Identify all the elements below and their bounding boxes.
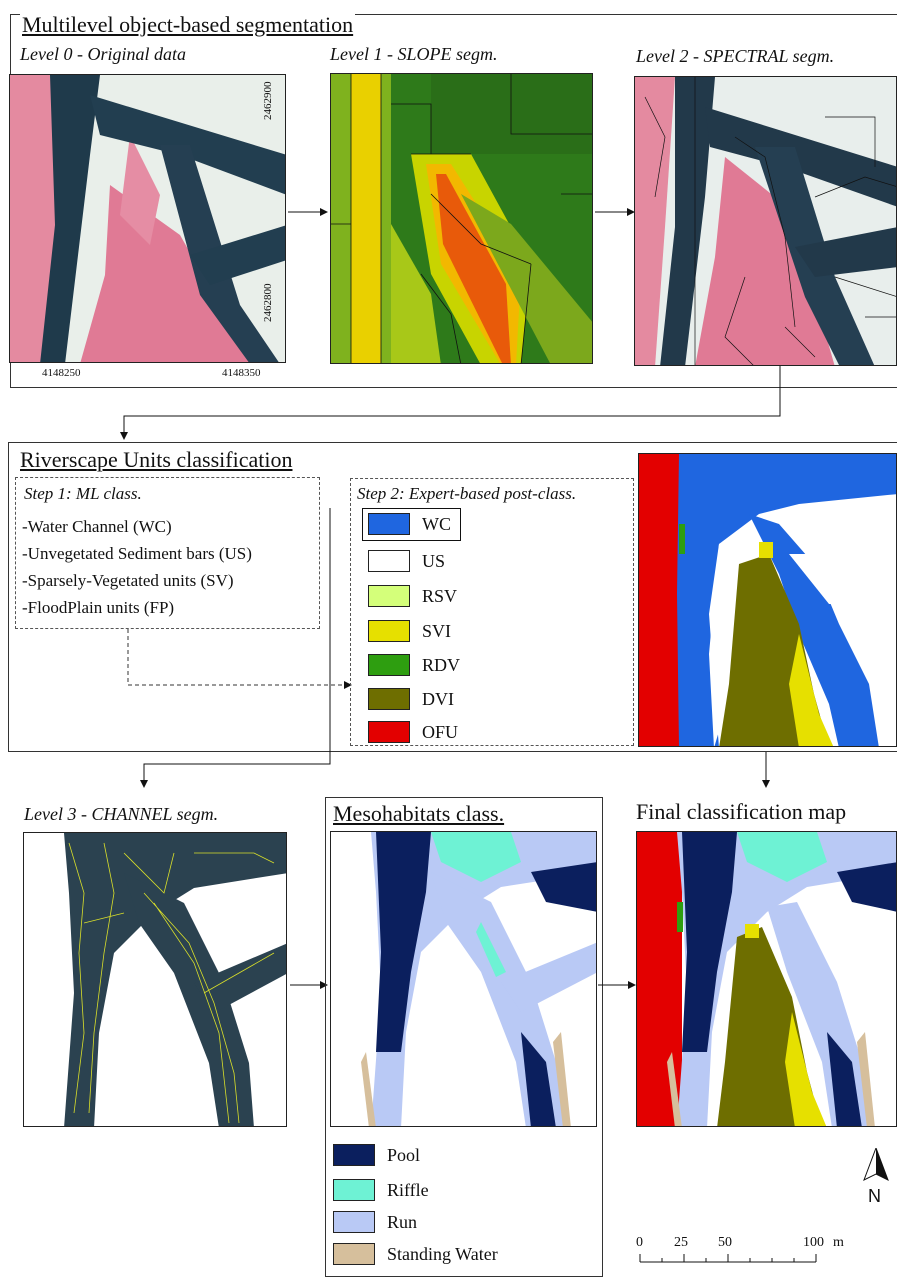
legend-swatch: [368, 620, 410, 642]
legend-label: Riffle: [387, 1179, 429, 1200]
scale-bar: [639, 1254, 817, 1263]
level0-original-map: [9, 74, 286, 363]
level1-label: Level 1 - SLOPE segm.: [330, 44, 498, 64]
meso-legend-row: Riffle: [333, 1177, 429, 1203]
legend-label: SVI: [422, 620, 452, 641]
level1-slope-map: [330, 73, 593, 364]
meso-legend-row: Standing Water: [333, 1241, 498, 1267]
legend-swatch: [333, 1211, 375, 1233]
class-legend-row: SVI: [368, 618, 451, 644]
step1-label: Step 1: ML class.: [24, 484, 142, 503]
legend-label: WC: [422, 513, 451, 534]
level2-spectral-map: [634, 76, 897, 366]
class-legend-row: US: [368, 548, 445, 574]
legend-swatch: [368, 585, 410, 607]
level3-label: Level 3 - CHANNEL segm.: [24, 804, 219, 824]
arrow-classification-to-level3: [140, 508, 331, 788]
step1-item: -Unvegetated Sediment bars (US): [22, 544, 252, 563]
step1-item: -Sparsely-Vegetated units (SV): [22, 571, 234, 590]
class-legend-row: RDV: [368, 652, 460, 678]
class-legend-row: WC: [368, 511, 451, 537]
mesohabitats-title: Mesohabitats class.: [333, 801, 505, 826]
coord-y-bottom: 2462800: [262, 283, 274, 323]
scale-tick-label: 100: [803, 1235, 824, 1250]
legend-swatch: [333, 1144, 375, 1166]
coord-y-top: 2462900: [262, 81, 274, 121]
segmentation-title: Multilevel object-based segmentation: [20, 12, 356, 38]
class-legend-row: DVI: [368, 686, 454, 712]
legend-swatch: [368, 721, 410, 743]
arrow-level0-to-level1: [288, 208, 328, 216]
legend-swatch: [368, 550, 410, 572]
legend-swatch: [333, 1179, 375, 1201]
legend-label: US: [422, 550, 446, 571]
north-label: N: [868, 1186, 881, 1206]
legend-swatch: [368, 513, 410, 535]
coord-x-left: 4148250: [42, 367, 81, 379]
meso-legend-row: Run: [333, 1209, 417, 1235]
coord-x-right: 4148350: [222, 367, 261, 379]
arrow-level2-to-classification: [120, 366, 781, 440]
legend-label: Run: [387, 1211, 418, 1232]
north-arrow-icon: [863, 1148, 889, 1182]
scale-tick-label: 0: [636, 1235, 643, 1250]
final-classification-map: [636, 831, 897, 1127]
arrow-meso-to-final: [598, 981, 636, 989]
final-title: Final classification map: [636, 799, 847, 824]
step1-item: -Water Channel (WC): [22, 517, 172, 536]
scale-tick-label: 25: [674, 1235, 688, 1250]
class-legend-row: OFU: [368, 719, 458, 745]
class-legend-row: RSV: [368, 583, 457, 609]
arrow-step1-to-step2: [127, 629, 352, 689]
mesohabitats-map: [330, 831, 597, 1127]
legend-label: DVI: [422, 688, 454, 709]
classification-panel: [8, 442, 897, 752]
legend-label: RDV: [422, 654, 461, 675]
riverscape-units-map: [638, 453, 897, 747]
arrow-classification-to-final: [762, 752, 770, 788]
legend-label: OFU: [422, 721, 459, 742]
legend-swatch: [368, 654, 410, 676]
step2-label: Step 2: Expert-based post-class.: [357, 484, 577, 503]
legend-label: RSV: [422, 585, 458, 606]
scale-tick-label: 50: [718, 1235, 732, 1250]
wc-legend-highlight: [362, 508, 461, 541]
arrow-level1-to-level2: [595, 208, 635, 216]
step1-item: -FloodPlain units (FP): [22, 598, 175, 617]
step1-box: [15, 477, 320, 629]
legend-swatch: [368, 688, 410, 710]
level2-label: Level 2 - SPECTRAL segm.: [636, 46, 835, 66]
meso-legend-row: Pool: [333, 1142, 420, 1168]
legend-label: Pool: [387, 1144, 421, 1165]
classification-title: Riverscape Units classification: [20, 447, 293, 472]
level3-channel-map: [23, 832, 287, 1127]
step2-box: [350, 478, 634, 746]
legend-swatch: [333, 1243, 375, 1265]
scale-unit: m: [833, 1235, 844, 1250]
arrow-level3-to-meso: [290, 981, 328, 989]
level0-label: Level 0 - Original data: [20, 44, 186, 64]
legend-label: Standing Water: [387, 1243, 498, 1264]
